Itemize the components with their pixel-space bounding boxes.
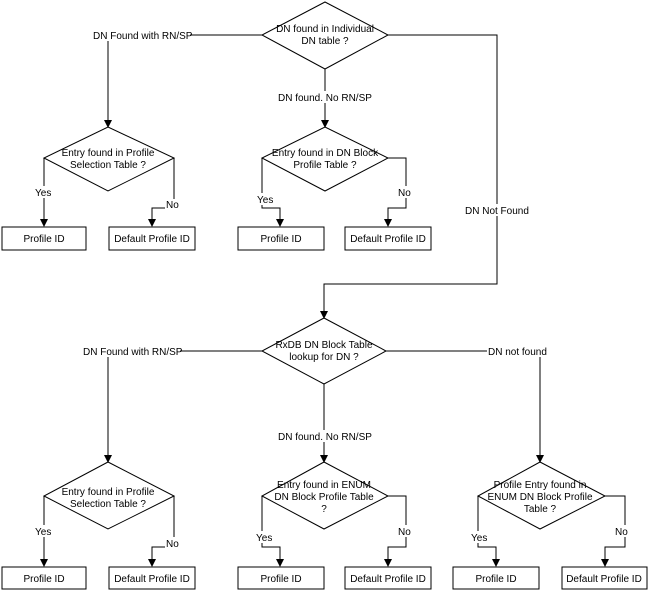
decision-text-line: Entry found in Profile (62, 487, 155, 498)
edge-label-yes: Yes (471, 533, 487, 544)
edge-labels: DN Found with RN/SP DN found. No RN/SP D… (34, 29, 630, 550)
edge-label-found-rn-sp: DN Found with RN/SP (83, 347, 183, 358)
result-label: Default Profile ID (350, 234, 426, 245)
decision-text-line: ? (321, 504, 327, 515)
decision-profile-selection-2: Entry found in Profile Selection Table ? (42, 461, 176, 530)
decision-individual-table: DN found in Individual DN table ? (260, 1, 390, 70)
decision-text-line: RxDB DN Block Table (275, 340, 373, 351)
decision-text-line: Selection Table ? (70, 499, 146, 510)
result-label: Profile ID (260, 574, 301, 585)
result-label: Profile ID (23, 574, 64, 585)
result-box: Profile ID (1, 226, 87, 251)
edge-label-no: No (166, 200, 179, 211)
edge-label-found-no-rn-sp: DN found. No RN/SP (278, 93, 372, 104)
result-box: Profile ID (1, 566, 87, 590)
edge-dnb-yes (261, 158, 284, 227)
decision-text-line: DN found in Individual (276, 24, 374, 35)
decision-text-line: Entry found in DN Block (272, 148, 379, 159)
edge-label-found-rn-sp: DN Found with RN/SP (93, 31, 193, 42)
result-label: Default Profile ID (114, 574, 190, 585)
edge-ps1-no (148, 158, 175, 227)
decision-text-line: Table ? (524, 504, 557, 515)
edge-label-found-no-rn-sp: DN found. No RN/SP (278, 432, 372, 443)
edge-label-not-found: DN Not Found (465, 206, 529, 217)
result-box: Default Profile ID (108, 566, 196, 590)
result-label: Profile ID (260, 234, 301, 245)
edge-rx-right (386, 350, 544, 463)
edge-label-no: No (398, 188, 411, 199)
decision-profile-selection-1: Entry found in Profile Selection Table ? (42, 126, 176, 192)
result-box: Profile ID (237, 226, 325, 251)
decision-dn-block-profile: Entry found in DN Block Profile Table ? (260, 126, 390, 192)
edge-ps2-no (148, 496, 175, 567)
edge-label-yes: Yes (256, 533, 272, 544)
edge-label-yes: Yes (35, 527, 51, 538)
edge-label-yes: Yes (257, 195, 273, 206)
decision-rxdb-lookup: RxDB DN Block Table lookup for DN ? (260, 317, 388, 385)
result-label: Profile ID (475, 574, 516, 585)
decision-text-line: DN Block Profile Table (274, 492, 374, 503)
result-box: Default Profile ID (108, 226, 196, 251)
decision-text-line: lookup for DN ? (289, 352, 359, 363)
edge-enumprof-yes (477, 496, 500, 567)
decision-text-line: Profile Entry found in (494, 480, 587, 491)
result-box: Profile ID (452, 566, 540, 590)
edge-label-no: No (166, 539, 179, 550)
result-label: Default Profile ID (350, 574, 426, 585)
decision-text-line: Profile Table ? (293, 160, 357, 171)
result-label: Default Profile ID (566, 574, 642, 585)
edge-label-no: No (615, 527, 628, 538)
decision-text-line: Selection Table ? (70, 160, 146, 171)
edge-dnb-no (384, 157, 407, 227)
edge-top-left (104, 34, 262, 128)
result-box: Default Profile ID (561, 566, 648, 590)
edge-label-not-found: DN not found (488, 347, 547, 358)
decision-text-line: DN table ? (301, 36, 349, 47)
result-box: Default Profile ID (344, 566, 432, 590)
decision-text-line: Entry found in Profile (62, 148, 155, 159)
edge-enum-no (384, 495, 407, 567)
decision-text-line: ENUM DN Block Profile (487, 492, 592, 503)
result-box: Default Profile ID (344, 226, 432, 251)
decision-text-line: Entry found in ENUM (277, 480, 371, 491)
edge-label-no: No (398, 527, 411, 538)
decision-enum-profile-entry: Profile Entry found in ENUM DN Block Pro… (476, 461, 607, 530)
decision-enum-dn-block: Entry found in ENUM DN Block Profile Tab… (260, 461, 390, 530)
edge-top-right (320, 34, 498, 319)
edge-rx-left (104, 350, 262, 463)
edges (40, 34, 626, 567)
result-label: Profile ID (23, 234, 64, 245)
result-label: Default Profile ID (114, 234, 190, 245)
result-box: Profile ID (237, 566, 325, 590)
edge-enumprof-no (601, 495, 626, 567)
edge-enum-yes (261, 496, 284, 567)
edge-label-yes: Yes (35, 188, 51, 199)
